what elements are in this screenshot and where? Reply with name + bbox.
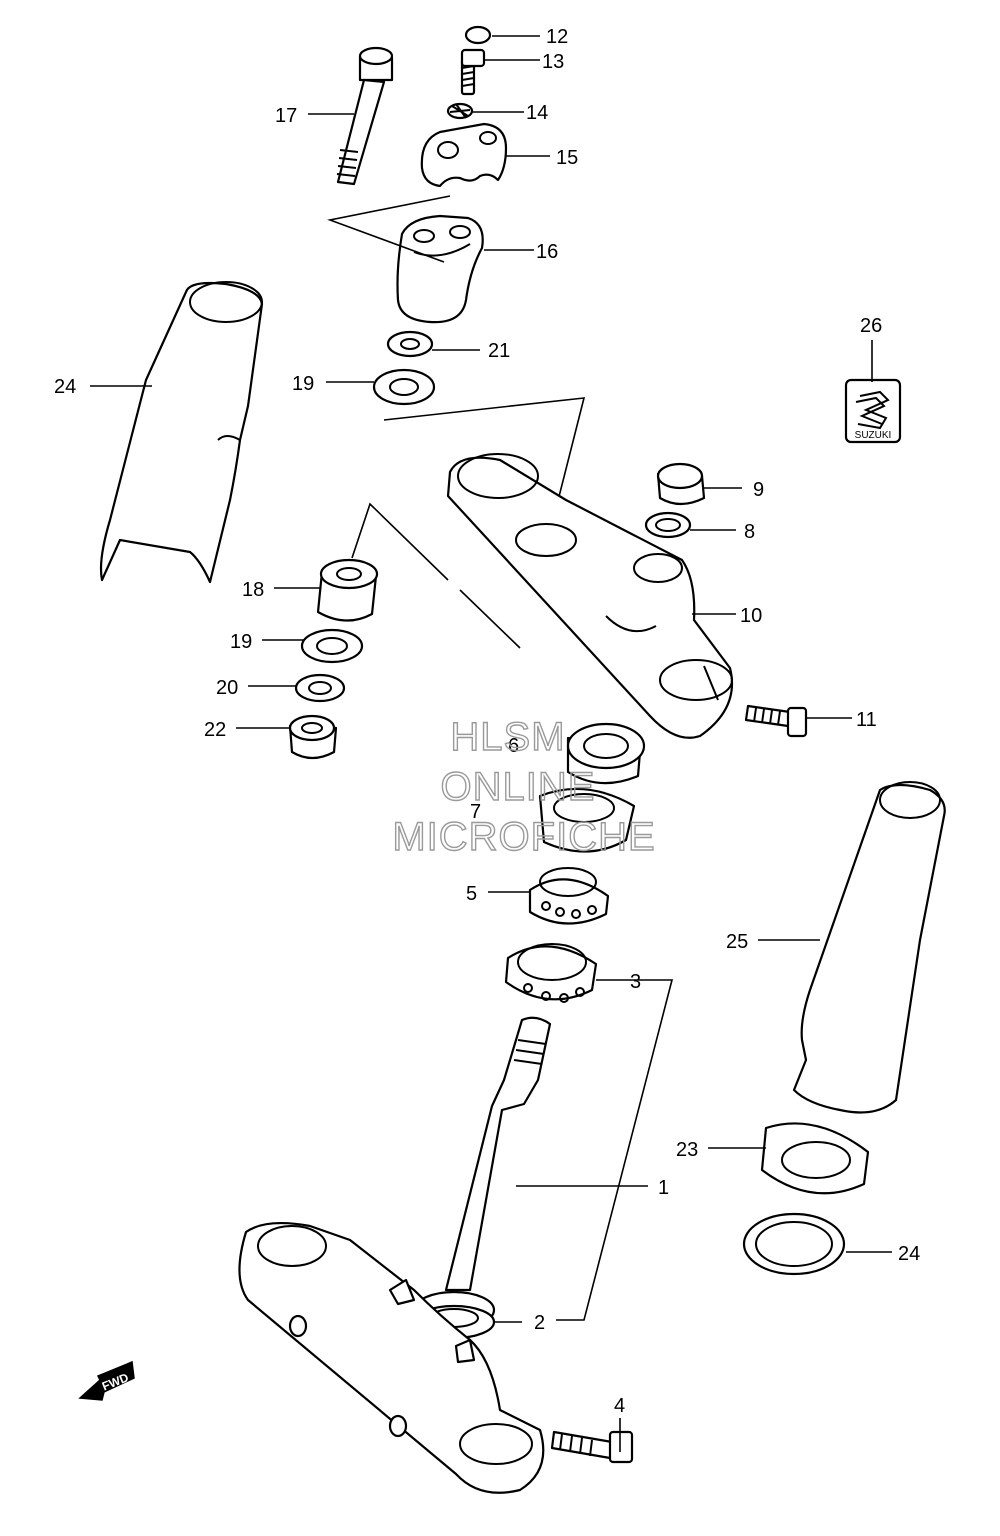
part-17-long-bolt bbox=[336, 46, 394, 186]
callout-11: 11 bbox=[856, 709, 877, 731]
callout-15: 15 bbox=[556, 147, 578, 169]
leader-lines bbox=[90, 35, 892, 1452]
part-19-washer-upper bbox=[372, 368, 436, 406]
part-21-nut bbox=[288, 714, 338, 760]
part-6-lock-nut bbox=[566, 722, 646, 785]
fwd-direction-badge: FWD bbox=[78, 1360, 135, 1401]
callout-3: 3 bbox=[630, 971, 641, 993]
part-20-washer-upper bbox=[386, 330, 434, 358]
callout-10: 10 bbox=[740, 605, 762, 627]
callout-17: 17 bbox=[275, 105, 297, 127]
part-8-washer bbox=[644, 511, 692, 539]
part-9-cap bbox=[656, 462, 706, 506]
watermark-line-1: HLSM bbox=[450, 715, 565, 759]
part-10-upper-bracket bbox=[446, 453, 734, 739]
emblem-text: SUZUKI bbox=[855, 430, 892, 441]
callout-20-upper: 21 bbox=[488, 340, 510, 362]
watermark: HLSM ONLINE MICROFICHE bbox=[392, 714, 656, 859]
part-18-spacer bbox=[316, 558, 379, 622]
part-7-dust-seal bbox=[538, 787, 636, 853]
callout-21: 22 bbox=[204, 719, 226, 741]
part-25-washer bbox=[742, 1212, 846, 1276]
assembly-line-lower-b bbox=[459, 589, 521, 649]
part-22-fork-cover-left bbox=[99, 281, 264, 584]
part-26-emblem: SUZUKI bbox=[844, 378, 902, 444]
watermark-line-2: ONLINE bbox=[441, 765, 596, 809]
assembly-line-upper bbox=[327, 195, 451, 263]
callout-14: 14 bbox=[526, 102, 548, 124]
lower-bracket bbox=[238, 1222, 545, 1494]
part-14-lock-washer bbox=[446, 102, 474, 120]
watermark-line-3: MICROFICHE bbox=[392, 815, 655, 859]
callout-2: 2 bbox=[534, 1312, 545, 1334]
callout-labels: 12 13 14 15 16 17 21 19 24 26 9 8 10 11 … bbox=[54, 26, 920, 1417]
part-4-bolt bbox=[550, 1430, 634, 1464]
callout-16: 16 bbox=[536, 241, 558, 263]
callout-9: 9 bbox=[753, 479, 764, 501]
callout-25: 24 bbox=[898, 1243, 920, 1265]
part-20-washer-lower bbox=[294, 673, 346, 703]
part-13-bolt bbox=[460, 48, 486, 96]
callout-26: 26 bbox=[860, 315, 882, 337]
part-3-bearing-lower bbox=[504, 943, 598, 1003]
callout-24: 23 bbox=[676, 1139, 698, 1161]
part-16-handlebar-holder bbox=[396, 214, 484, 324]
callout-20-lower: 20 bbox=[216, 677, 238, 699]
callout-8: 8 bbox=[744, 521, 755, 543]
callout-13: 13 bbox=[542, 51, 564, 73]
callout-12: 12 bbox=[546, 26, 568, 48]
part-12-cap bbox=[464, 25, 492, 45]
callout-6: 6 bbox=[508, 735, 519, 757]
callout-1: 1 bbox=[658, 1177, 669, 1199]
callout-5: 5 bbox=[466, 883, 477, 905]
callout-23: 25 bbox=[726, 931, 748, 953]
part-15-clamp-cap bbox=[420, 122, 508, 188]
callout-4: 4 bbox=[614, 1395, 625, 1417]
assembly-line-lower bbox=[351, 502, 449, 581]
part-5-bearing-upper bbox=[528, 867, 610, 925]
callout-22: 24 bbox=[54, 376, 76, 398]
callout-18: 18 bbox=[242, 579, 264, 601]
callout-19-lower: 19 bbox=[230, 631, 252, 653]
part-23-fork-cover-right bbox=[792, 781, 946, 1114]
assembly-line-mid bbox=[383, 397, 586, 541]
callout-7: 7 bbox=[470, 801, 481, 823]
parts-drawings: SUZUKI FWD bbox=[78, 25, 946, 1494]
part-24-ring-nut bbox=[760, 1122, 870, 1195]
part-11-bolt bbox=[744, 704, 808, 738]
part-19-washer-lower bbox=[300, 628, 364, 664]
part-1-steering-stem bbox=[412, 1016, 552, 1330]
callout-19-upper: 19 bbox=[292, 373, 314, 395]
